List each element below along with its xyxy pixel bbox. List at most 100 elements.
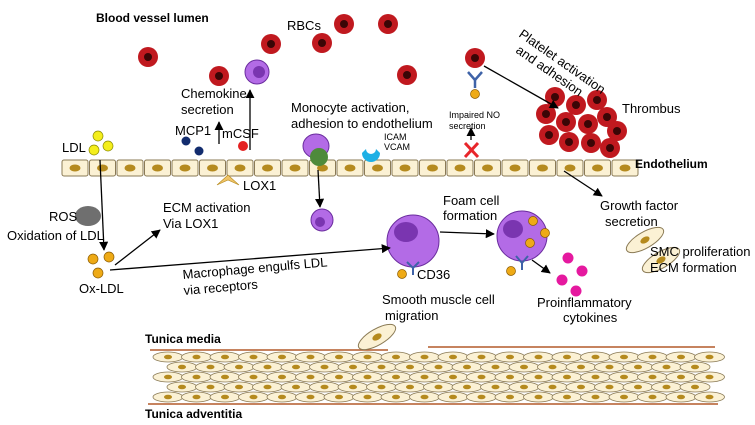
label-ldl: LDL [62, 140, 86, 155]
smooth-muscle-cell [437, 351, 469, 363]
migrating-smc [357, 226, 681, 351]
smooth-muscle-cell [494, 351, 526, 363]
endothelial-cell [199, 159, 226, 177]
smooth-muscle-cell [451, 361, 483, 373]
label-ecm-activation-1: ECM activation [163, 200, 250, 215]
label-monocyte-1: Monocyte activation, [291, 100, 410, 115]
smooth-muscle-cell [352, 351, 383, 363]
label-vcam: VCAM [384, 142, 410, 152]
smooth-muscle-cell [280, 361, 312, 373]
smooth-muscle-cell [551, 371, 583, 383]
smooth-muscle-cell [166, 361, 198, 373]
icam-vcam-receptor [362, 149, 380, 162]
mcp1-molecule-2 [194, 146, 204, 156]
smooth-muscle-cell [152, 391, 184, 403]
rbc-2 [209, 66, 229, 86]
label-tunica-adventitia: Tunica adventitia [145, 407, 242, 421]
smooth-muscle-cell [152, 371, 184, 383]
label-chemokine-1: Chemokine [181, 86, 247, 101]
arrows [99, 65, 603, 274]
label-chemokine-2: secretion [181, 102, 234, 117]
tunica-layers [148, 346, 725, 405]
smooth-muscle-cell [366, 361, 397, 373]
rbc-7 [397, 65, 417, 85]
label-proinflammatory-2: cytokines [563, 310, 618, 325]
foam-cell [496, 210, 550, 276]
macrophage [386, 214, 440, 279]
smooth-muscle-cell [565, 361, 597, 373]
smooth-muscle-cell [380, 371, 412, 383]
smooth-muscle-cell [223, 381, 255, 393]
endothelial-cell [556, 159, 584, 177]
smooth-muscle-cell [466, 351, 497, 363]
smooth-muscle-cell [665, 371, 697, 383]
endothelial-cell [474, 159, 501, 177]
smooth-muscle-cell [266, 351, 298, 363]
smooth-muscle-cell [181, 351, 212, 363]
endothelial-cell [144, 159, 171, 177]
smooth-muscle-cell [223, 361, 255, 373]
label-growth-factor-2: secretion [605, 214, 658, 229]
smooth-muscle-cell [166, 381, 198, 393]
smooth-muscle-cell [694, 391, 725, 403]
endothelial-cell [446, 159, 474, 177]
rbc-4 [312, 33, 332, 53]
smooth-muscle-cell [252, 361, 283, 373]
monocyte-lumen [244, 59, 270, 85]
smooth-muscle-cell [594, 361, 625, 373]
smooth-muscle-cell [537, 361, 568, 373]
label-smc-prolif-2: ECM formation [650, 260, 737, 275]
ox-ldl-particles [87, 251, 115, 279]
smooth-muscle-cell [565, 381, 597, 393]
smooth-muscle-cell [523, 371, 554, 383]
smooth-muscle-cell [580, 391, 611, 403]
smooth-muscle-cell [679, 381, 711, 393]
smooth-muscle-cell [594, 381, 625, 393]
smooth-muscle-cell [651, 381, 682, 393]
monocyte-transmigrated [310, 208, 334, 232]
smooth-muscle-cell [195, 381, 226, 393]
impaired-no-x [463, 141, 480, 159]
smooth-muscle-cell [209, 391, 241, 403]
label-impaired-no-1: Impaired NO [449, 110, 500, 120]
smooth-muscle-cell [694, 371, 725, 383]
label-oxidation-ldl: Oxidation of LDL [7, 228, 104, 243]
endothelium-layer [61, 159, 639, 177]
smooth-muscle-cell [551, 351, 583, 363]
smooth-muscle-cell [694, 351, 725, 363]
rbc-5 [334, 14, 354, 34]
smooth-muscle-cell [508, 361, 540, 373]
smooth-muscle-cell [451, 381, 483, 393]
smooth-muscle-cell [352, 391, 383, 403]
smooth-muscle-cell [337, 381, 369, 393]
smooth-muscle-cell [295, 371, 326, 383]
smooth-muscle-cell [580, 371, 611, 383]
smooth-muscle-cell [423, 361, 454, 373]
label-proinflammatory-1: Proinflammatory [537, 295, 632, 310]
smooth-muscle-cell [295, 391, 326, 403]
mcp1-molecule [181, 136, 191, 146]
smooth-muscle-cell [622, 361, 654, 373]
smooth-muscle-cell [152, 351, 184, 363]
endothelial-cell [529, 159, 556, 177]
rbc-6 [378, 14, 398, 34]
label-rbcs: RBCs [287, 18, 321, 33]
endothelial-cell [116, 159, 144, 177]
label-smc-migration-1: Smooth muscle cell [382, 292, 495, 307]
smooth-muscle-cell [380, 351, 412, 363]
smooth-muscle-cell [323, 391, 355, 403]
label-smc-migration-2: migration [385, 308, 438, 323]
smooth-muscle-cell [209, 351, 241, 363]
smooth-muscle-cell [323, 371, 355, 383]
smooth-muscle-cell [580, 351, 611, 363]
label-icam: ICAM [384, 132, 407, 142]
smooth-muscle-cell [508, 381, 540, 393]
smooth-muscle-cell [608, 391, 640, 403]
mcsf-molecule [238, 141, 248, 151]
endothelial-cell [89, 159, 116, 177]
label-thrombus: Thrombus [622, 101, 681, 116]
label-ros: ROS [49, 209, 78, 224]
label-ecm-activation-2: Via LOX1 [163, 216, 218, 231]
smooth-muscle-cell [437, 391, 469, 403]
